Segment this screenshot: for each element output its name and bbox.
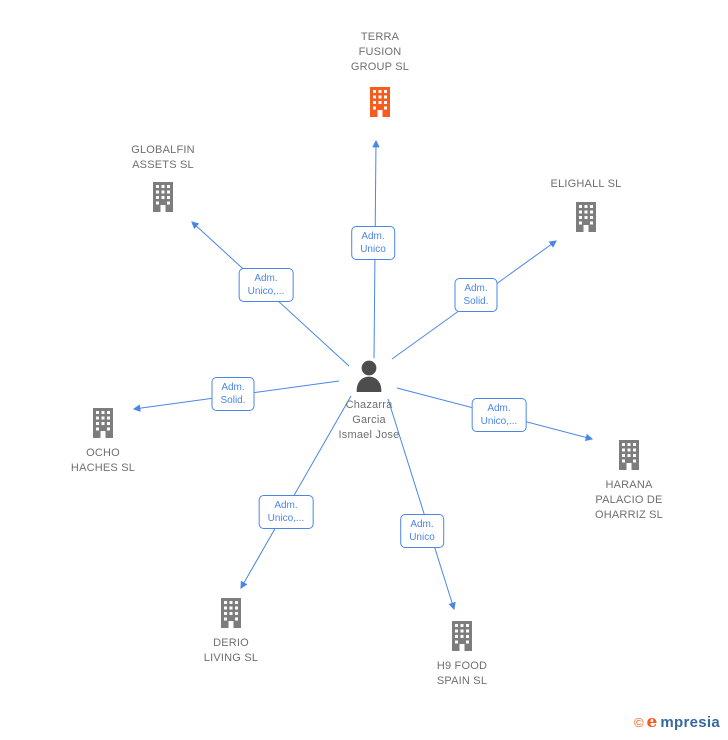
company-node-terra-fusion-group[interactable]: TERRA FUSION GROUP SL xyxy=(330,30,430,117)
company-label: ELIGHALL SL xyxy=(550,178,622,190)
company-label: DERIO LIVING SL xyxy=(203,637,259,664)
person-label: Chazarra Garcia Ismael Jose xyxy=(338,399,400,441)
company-node-harana-palacio[interactable]: HARANA PALACIO DE OHARRIZ SL xyxy=(579,440,679,523)
person-node-chazarra-garcia[interactable]: Chazarra Garcia Ismael Jose xyxy=(319,360,419,443)
company-label: H9 FOOD SPAIN SL xyxy=(436,660,488,687)
copyright-symbol: © xyxy=(633,715,644,730)
edge-label-h9: Adm. Unico xyxy=(400,514,444,548)
edge-label-derio: Adm. Unico,... xyxy=(258,495,314,529)
company-label: OCHO HACHES SL xyxy=(70,447,136,474)
person-icon xyxy=(354,360,384,392)
edge-line-derio xyxy=(240,395,352,589)
building-icon-highlighted xyxy=(368,87,392,117)
brand-text: mpresia xyxy=(660,714,720,731)
edge-line-h9 xyxy=(387,398,456,611)
building-icon xyxy=(91,408,115,438)
building-icon xyxy=(617,440,641,470)
building-icon xyxy=(151,182,175,212)
building-icon xyxy=(450,621,474,651)
edge-label-harana: Adm. Unico,... xyxy=(471,398,527,432)
edge-label-terra: Adm. Unico xyxy=(351,226,395,260)
company-node-h9-food-spain[interactable]: H9 FOOD SPAIN SL xyxy=(412,621,512,689)
edge-label-elighall: Adm. Solid. xyxy=(454,278,498,312)
company-node-elighall[interactable]: ELIGHALL SL xyxy=(536,177,636,232)
company-node-ocho-haches[interactable]: OCHO HACHES SL xyxy=(53,408,153,476)
company-label: GLOBALFIN ASSETS SL xyxy=(131,144,195,171)
edge-label-globalfin: Adm. Unico,... xyxy=(238,268,294,302)
edge-label-ocho: Adm. Solid. xyxy=(211,377,255,411)
building-icon xyxy=(219,598,243,628)
building-icon xyxy=(574,202,598,232)
company-node-derio-living[interactable]: DERIO LIVING SL xyxy=(181,598,281,666)
brand-mark: e xyxy=(646,712,658,732)
company-label: TERRA FUSION GROUP SL xyxy=(350,31,410,73)
company-node-globalfin-assets[interactable]: GLOBALFIN ASSETS SL xyxy=(113,143,213,212)
company-label: HARANA PALACIO DE OHARRIZ SL xyxy=(594,479,663,521)
